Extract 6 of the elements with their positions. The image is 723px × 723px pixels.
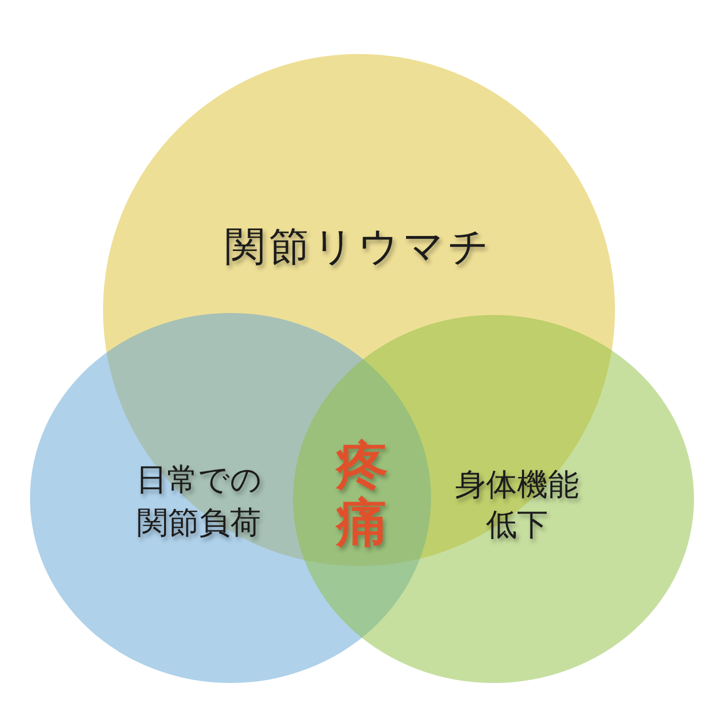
- circle-label: 関節リウマチ: [224, 223, 494, 271]
- venn-circle: [293, 315, 694, 683]
- circle-label: 日常での関節負荷: [134, 460, 263, 543]
- center-label: 疼痛: [336, 438, 388, 552]
- circle-label: 身体機能低下: [454, 466, 580, 545]
- venn-circle: [103, 54, 615, 566]
